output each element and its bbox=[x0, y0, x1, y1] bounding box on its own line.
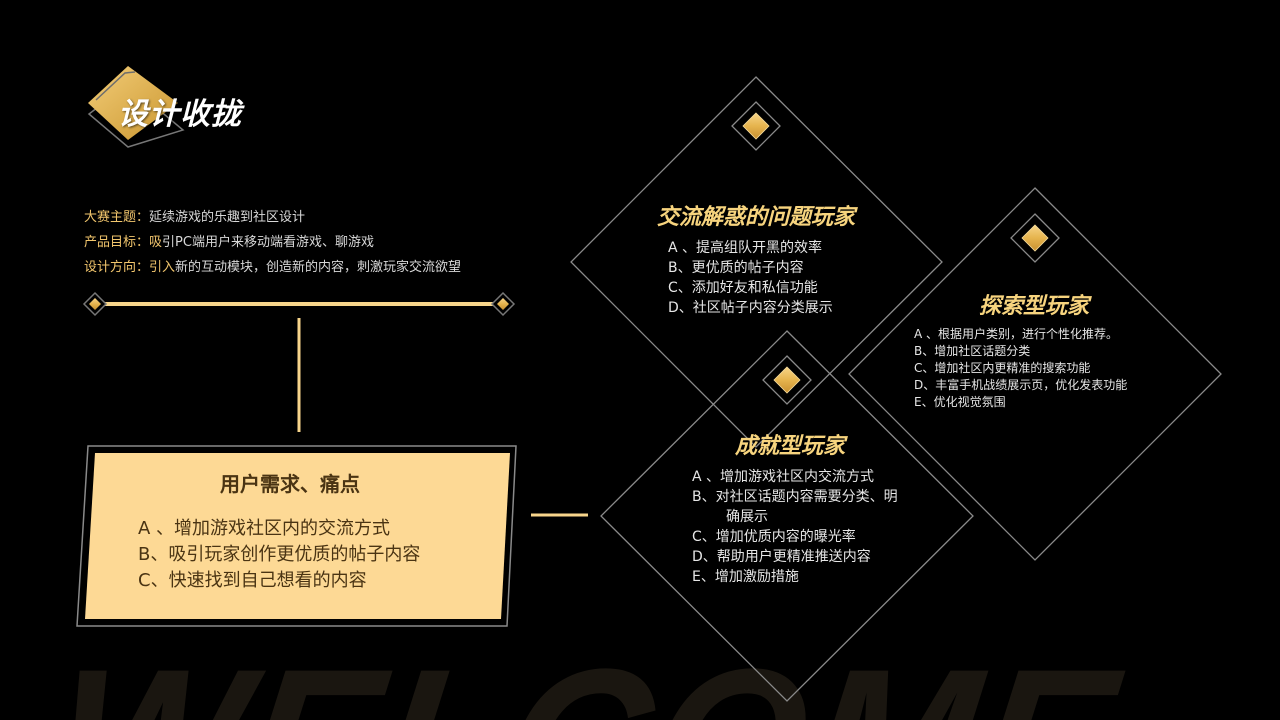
list-item: D、社区帖子内容分类展示 bbox=[668, 300, 833, 316]
timeline-divider bbox=[82, 291, 516, 317]
info-key: 大赛主题： bbox=[84, 210, 150, 225]
persona-diamond-3 bbox=[600, 330, 974, 702]
info-highlight: 吸 bbox=[149, 235, 163, 250]
info-key: 产品目标： bbox=[84, 235, 150, 250]
list-item: E、优化视觉氛围 bbox=[914, 395, 1006, 409]
needs-card-shape bbox=[76, 445, 517, 627]
info-row-goal: 产品目标：吸引PC端用户来移动端看游戏、聊游戏 bbox=[84, 233, 461, 258]
persona-diamond-1 bbox=[570, 76, 943, 448]
list-item: B、增加社区话题分类 bbox=[914, 344, 1031, 358]
info-key: 设计方向： bbox=[84, 260, 150, 275]
list-item: A 、提高组队开黑的效率 bbox=[668, 240, 823, 256]
persona-diamond-2 bbox=[848, 187, 1222, 561]
list-item: A 、增加游戏社区内交流方式 bbox=[692, 469, 875, 485]
needs-card-list: A 、增加游戏社区内的交流方式 B、吸引玩家创作更优质的帖子内容 C、快速找到自… bbox=[138, 516, 420, 594]
needs-card-title: 用户需求、痛点 bbox=[220, 472, 360, 496]
list-item: C、增加社区内更精准的搜索功能 bbox=[914, 361, 1091, 375]
info-highlight: 引入 bbox=[149, 260, 176, 275]
title-badge-icon bbox=[87, 66, 185, 148]
info-row-theme: 大赛主题：延续游戏的乐趣到社区设计 bbox=[84, 208, 461, 233]
persona-list-2: A 、根据用户类别，进行个性化推荐。 B、增加社区话题分类 C、增加社区内更精准… bbox=[914, 326, 1127, 411]
list-item: A 、增加游戏社区内的交流方式 bbox=[138, 518, 391, 539]
list-item: D、丰富手机战绩展示页，优化发表功能 bbox=[914, 378, 1128, 392]
info-value: 延续游戏的乐趣到社区设计 bbox=[149, 210, 306, 225]
list-item: C、添加好友和私信功能 bbox=[668, 280, 818, 296]
list-item: D、帮助用户更精准推送内容 bbox=[692, 549, 871, 565]
persona-title-2: 探索型玩家 bbox=[978, 294, 1089, 319]
persona-title-1: 交流解惑的问题玩家 bbox=[656, 205, 855, 230]
list-item: B、吸引玩家创作更优质的帖子内容 bbox=[138, 544, 421, 565]
persona-list-1: A 、提高组队开黑的效率 B、更优质的帖子内容 C、添加好友和私信功能 D、社区… bbox=[668, 238, 833, 318]
list-item: B、更优质的帖子内容 bbox=[668, 260, 804, 276]
persona-list-3: A 、增加游戏社区内交流方式 B、对社区话题内容需要分类、明 确展示 C、增加优… bbox=[692, 467, 898, 587]
info-row-direction: 设计方向：引入新的互动模块，创造新的内容，刺激玩家交流欲望 bbox=[84, 258, 461, 283]
list-item: C、快速找到自己想看的内容 bbox=[138, 570, 367, 591]
list-item-continuation: 确展示 bbox=[726, 509, 768, 525]
list-item: E、增加激励措施 bbox=[692, 569, 799, 585]
list-item: C、增加优质内容的曝光率 bbox=[692, 529, 856, 545]
info-value: 新的互动模块，创造新的内容，刺激玩家交流欲望 bbox=[175, 260, 462, 275]
page-title: 设计收拢 bbox=[118, 97, 242, 132]
list-item: A 、根据用户类别，进行个性化推荐。 bbox=[914, 327, 1119, 341]
info-value: 引PC端用户来移动端看游戏、聊游戏 bbox=[162, 235, 374, 250]
list-item: B、对社区话题内容需要分类、明 bbox=[692, 489, 898, 505]
info-block: 大赛主题：延续游戏的乐趣到社区设计 产品目标：吸引PC端用户来移动端看游戏、聊游… bbox=[84, 208, 461, 283]
persona-title-3: 成就型玩家 bbox=[734, 434, 845, 459]
